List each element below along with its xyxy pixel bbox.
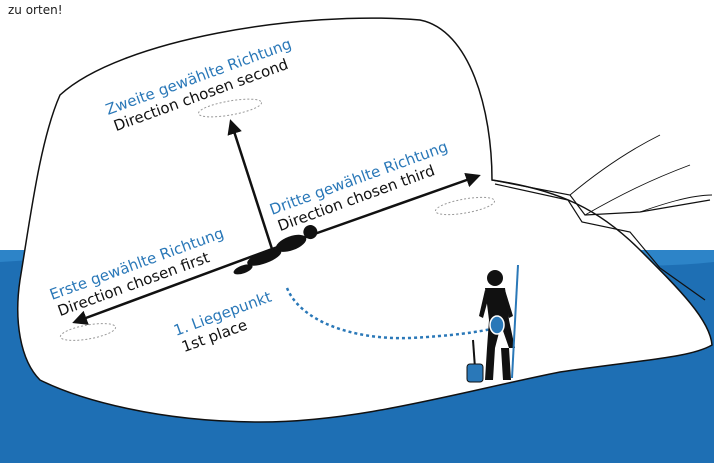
avalanche-area	[18, 18, 712, 422]
transceiver-icon	[490, 316, 504, 334]
caption-text: zu orten!	[8, 3, 63, 17]
